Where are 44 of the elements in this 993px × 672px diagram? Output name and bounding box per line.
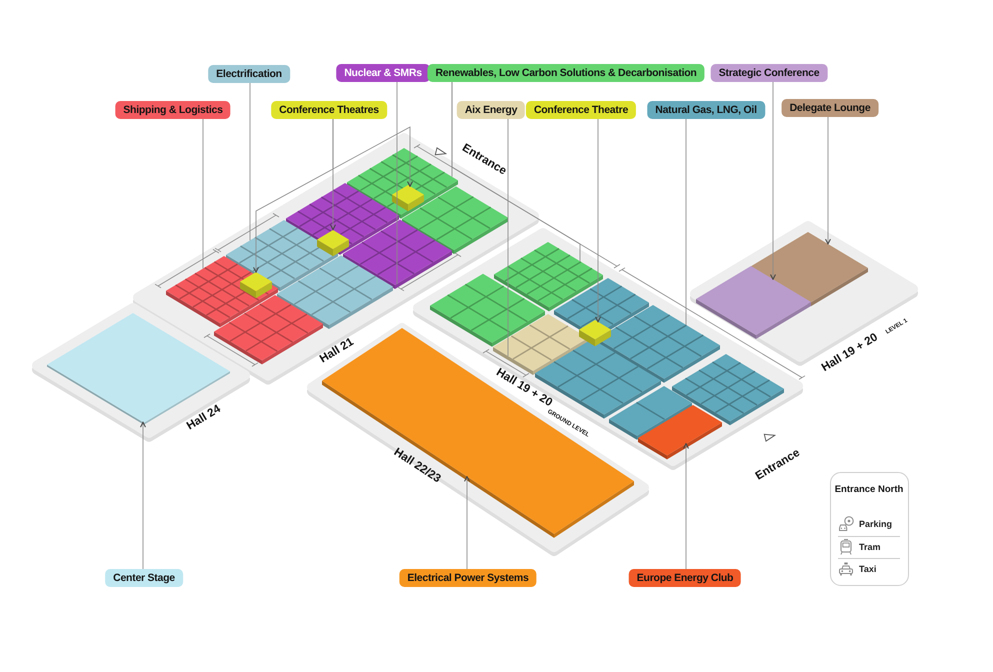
hall-platform <box>306 322 650 558</box>
category-tag: Delegate Lounge <box>782 99 878 117</box>
category-tag: Aix Energy <box>456 101 526 119</box>
theatre-area <box>316 228 350 257</box>
leader-line <box>396 82 398 285</box>
leader-line <box>770 82 776 280</box>
legend-label: Tram <box>859 542 881 552</box>
leader-bracket <box>398 252 462 292</box>
category-tag: Strategic Conference <box>710 64 828 82</box>
category-tag: Center Stage <box>105 569 183 587</box>
legend-label: Taxi <box>859 564 876 575</box>
leader-bracket <box>214 213 280 252</box>
leader-line <box>825 116 831 244</box>
legend-label: Parking <box>859 519 892 530</box>
hall-label: Hall 19 + 20 <box>494 366 554 410</box>
leader-line <box>464 476 470 570</box>
hall-label: Hall 24 <box>184 403 224 433</box>
exhibition-area <box>695 265 812 340</box>
category-tag: Renewables, Low Carbon Solutions & Decarbonisation <box>427 64 705 82</box>
leader-bracket <box>618 267 806 380</box>
category-tag: Nuclear & SMRs <box>336 64 430 82</box>
category-tag: Electrification <box>208 65 290 83</box>
leader-line <box>140 422 146 570</box>
theatre-area <box>239 271 273 300</box>
leader-bracket <box>482 349 530 378</box>
leader-line <box>452 82 580 262</box>
hall-label: Hall 19 + 20 <box>820 331 880 375</box>
category-tag: Natural Gas, LNG, Oil <box>647 101 765 119</box>
category-tag: Shipping & Logistics <box>115 101 231 119</box>
theatre-area <box>391 184 425 212</box>
legend-title: Entrance North <box>834 484 904 496</box>
category-tag: Electrical Power Systems <box>399 569 537 587</box>
category-tag: Conference Theatres <box>271 101 387 119</box>
hall-platform <box>31 302 251 443</box>
category-tag: Europe Energy Club <box>628 569 742 587</box>
theatre-area <box>578 319 612 348</box>
leader-line <box>683 443 689 570</box>
category-tag: Conference Theatre <box>526 101 636 119</box>
exhibition-area <box>637 404 723 460</box>
exhibition-area <box>321 327 635 539</box>
exhibition-area <box>608 385 693 441</box>
exhibition-area <box>750 231 869 308</box>
hall-label: Hall 21 <box>318 336 356 366</box>
leader-line <box>595 118 601 322</box>
